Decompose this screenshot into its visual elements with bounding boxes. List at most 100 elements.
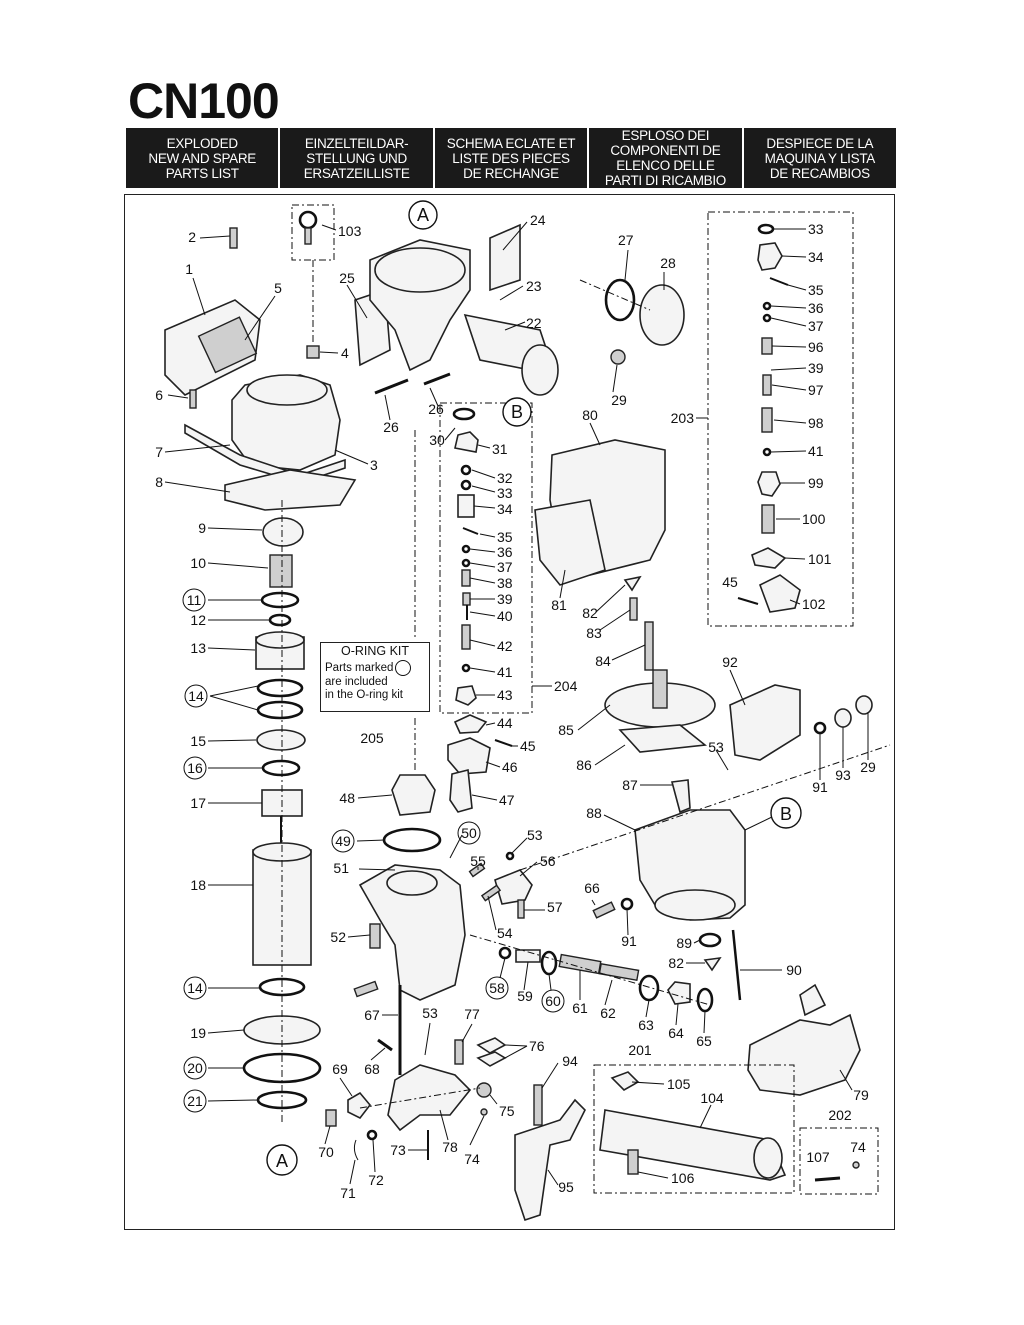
part-66-screw xyxy=(592,901,616,919)
part-label: 76 xyxy=(529,1038,545,1054)
part-label: 5 xyxy=(274,280,282,296)
part-79-top xyxy=(799,983,827,1017)
part-label: 88 xyxy=(586,805,602,821)
part-label: 22 xyxy=(526,315,542,331)
part-36-ring xyxy=(461,544,471,554)
page-title: CN100 xyxy=(128,73,280,129)
part-label: 17 xyxy=(190,795,206,811)
part-label: 28 xyxy=(660,255,676,271)
part-label: 53 xyxy=(708,739,724,755)
part-drawings xyxy=(164,210,873,1222)
part-label: 92 xyxy=(722,654,738,670)
part-label: 38 xyxy=(497,575,513,591)
part-label: 89 xyxy=(676,935,692,951)
part-label: 48 xyxy=(339,790,355,806)
part-24-cover xyxy=(489,223,521,292)
part-label: 91 xyxy=(812,779,828,795)
part-label: 82 xyxy=(668,955,684,971)
part-6-screw-lower xyxy=(353,980,379,998)
part-label-circled: 14 xyxy=(187,980,203,996)
part-label: 34 xyxy=(808,249,824,265)
header-italian: ESPLOSO DEI COMPONENTI DE ELENCO DELLE P… xyxy=(589,128,742,188)
oring-marker-icon xyxy=(395,660,412,676)
part-75-cap xyxy=(476,1082,492,1098)
part-label: 78 xyxy=(442,1139,458,1155)
part-94-spring xyxy=(533,1084,543,1126)
part-label: 45 xyxy=(520,738,536,754)
marker-a-bottom-text: A xyxy=(276,1151,288,1171)
part-11-oring xyxy=(260,591,300,609)
part-label: 101 xyxy=(808,551,832,567)
part-label: 15 xyxy=(190,733,206,749)
part-68-pin xyxy=(377,1038,393,1052)
part-99-cap-r xyxy=(757,471,781,497)
part-76-block-a xyxy=(476,1037,507,1054)
part-label: 39 xyxy=(497,591,513,607)
part-label: 23 xyxy=(526,278,542,294)
part-label: 86 xyxy=(576,757,592,773)
part-label: 43 xyxy=(497,687,513,703)
part-26-pin-a xyxy=(374,378,409,395)
part-label: 39 xyxy=(808,360,824,376)
oring-kit-heading: O-RING KIT xyxy=(340,644,410,658)
part-100-spring-r xyxy=(761,504,775,534)
part-104-handle xyxy=(599,1109,787,1181)
dashed-lines xyxy=(281,204,891,1195)
part-101-bracket-r xyxy=(751,547,787,569)
part-35-pin-r xyxy=(769,277,789,286)
part-label: 13 xyxy=(190,640,206,656)
part-106-screw xyxy=(627,1149,639,1175)
part-91-washer xyxy=(813,721,827,735)
part-label: 41 xyxy=(808,443,824,459)
part-89-washer xyxy=(698,932,722,948)
part-71-clip xyxy=(353,1139,359,1161)
part-41-ring-r xyxy=(762,447,772,457)
part-label: 105 xyxy=(667,1076,691,1092)
part-45-pin xyxy=(494,739,513,747)
part-label: 45 xyxy=(722,574,738,590)
part-label: 64 xyxy=(668,1025,684,1041)
part-76-block-b xyxy=(476,1051,507,1067)
language-header-bar: EXPLODED NEW AND SPARE PARTS LIST EINZEL… xyxy=(126,128,897,188)
part-label: 96 xyxy=(808,339,824,355)
part-63-washer xyxy=(638,974,660,1002)
part-label: 68 xyxy=(364,1061,380,1077)
header-french: SCHEMA ECLATE ET LISTE DES PIECES DE REC… xyxy=(434,128,588,188)
part-label: 82 xyxy=(582,605,598,621)
part-label: 44 xyxy=(497,715,513,731)
part-3-top xyxy=(246,374,328,406)
part-36-ring-r xyxy=(762,301,772,311)
part-49-oring xyxy=(382,827,442,853)
diagram-frame xyxy=(124,194,895,1230)
part-27-oring xyxy=(604,278,636,322)
part-label: 204 xyxy=(554,678,578,694)
part-label: 74 xyxy=(850,1139,866,1155)
part-78-trigger xyxy=(387,1064,472,1132)
part-45-pin-r xyxy=(737,597,759,605)
part-32-ring xyxy=(460,464,472,476)
part-label: 56 xyxy=(540,853,556,869)
part-label: 90 xyxy=(786,962,802,978)
part-105-clamp xyxy=(610,1071,640,1091)
part-34-body xyxy=(457,494,475,518)
oring-circles xyxy=(182,588,565,1113)
part-62-spring xyxy=(598,962,640,982)
part-103-eyebolt-stem xyxy=(304,227,312,245)
part-88-base xyxy=(654,889,736,921)
part-7-gasket xyxy=(184,423,346,484)
part-46-block xyxy=(447,737,491,775)
part-8-gasket xyxy=(224,469,357,511)
part-label: 75 xyxy=(499,1103,515,1119)
part-84-spring xyxy=(644,621,654,671)
part-label-circled: 11 xyxy=(187,592,202,608)
part-label: 26 xyxy=(383,419,399,435)
header-german: EINZELTEILDAR- STELLUNG UND ERSATZEILLIS… xyxy=(280,128,433,188)
part-79-base xyxy=(747,1013,861,1096)
part-37-ring xyxy=(461,558,471,568)
part-label: 61 xyxy=(572,1000,588,1016)
part-label: 95 xyxy=(558,1179,574,1195)
part-label: 74 xyxy=(464,1151,480,1167)
part-label: 66 xyxy=(584,880,600,896)
oring-kit-line-2: are included xyxy=(325,676,388,688)
part-85-post xyxy=(652,669,668,709)
